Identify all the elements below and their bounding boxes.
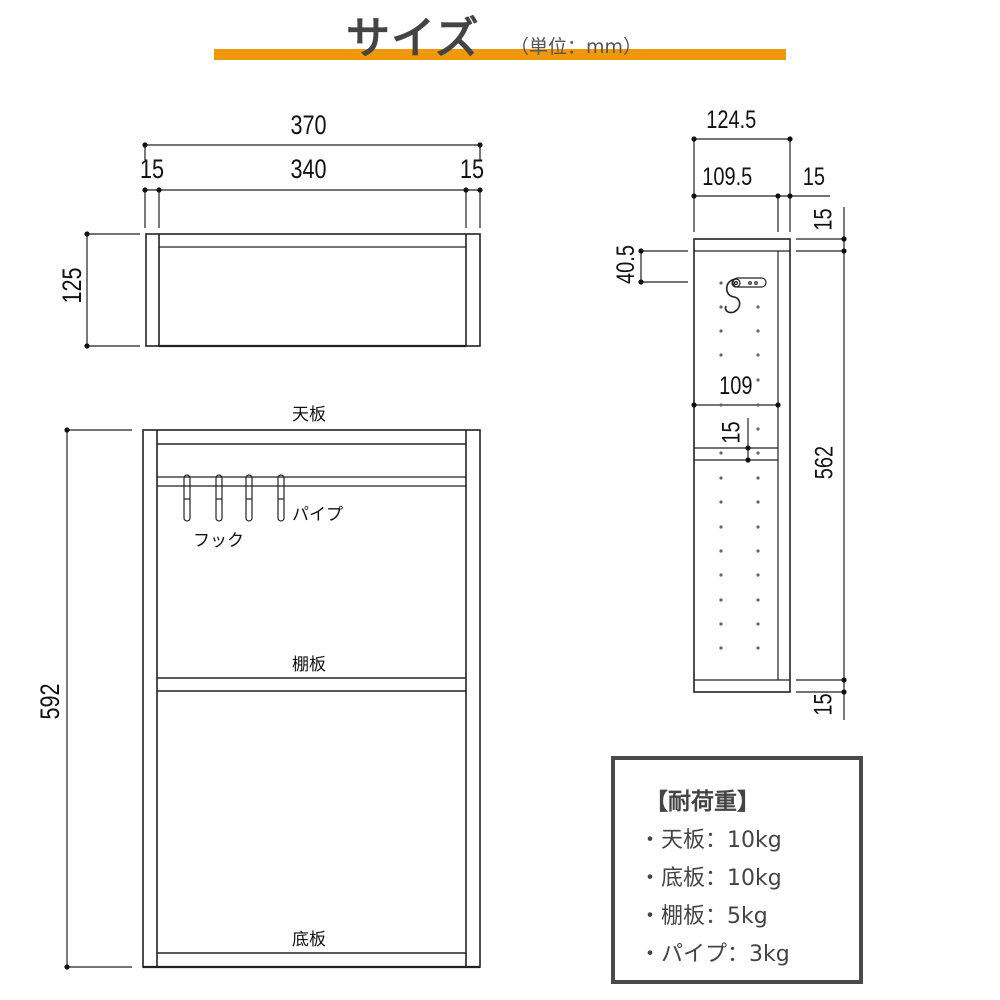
- dim-left-panel: 15: [140, 154, 165, 184]
- page-title: サイズ: [346, 13, 480, 64]
- hook-icons: [183, 474, 285, 522]
- dim-side-inner-height: 562: [810, 445, 839, 480]
- load-capacity-title: 【耐荷重】: [645, 789, 760, 815]
- unit-label: （単位：mm）: [510, 36, 643, 58]
- dim-height: 592: [35, 683, 66, 720]
- load-item-shelf-board: ・棚板：5kg: [639, 904, 768, 929]
- dim-side-shelf-depth: 109: [719, 372, 753, 400]
- dim-right-panel: 15: [460, 154, 485, 184]
- label-shelf-board: 棚板: [292, 655, 326, 675]
- dim-side-inner-depth: 109.5: [702, 163, 753, 191]
- load-item-top-board: ・天板：10kg: [639, 828, 782, 853]
- dim-side-bottom-thickness: 15: [809, 693, 838, 716]
- load-capacity-box: 【耐荷重】 ・天板：10kg ・底板：10kg ・棚板：5kg ・パイプ：3kg: [611, 756, 863, 984]
- label-bottom-board: 底板: [292, 930, 326, 950]
- dim-side-shelf-thickness: 15: [717, 421, 746, 444]
- label-top-board: 天板: [292, 405, 326, 425]
- label-hook: フック: [193, 531, 244, 551]
- dim-depth: 125: [57, 267, 88, 304]
- dim-inner-width: 340: [290, 154, 327, 184]
- dim-overall-width: 370: [290, 110, 327, 140]
- shelf-pin-holes: [719, 281, 760, 650]
- dim-side-top-thickness: 15: [809, 208, 838, 231]
- label-pipe: パイプ: [292, 505, 343, 525]
- dim-side-back-panel: 15: [802, 163, 826, 191]
- title-underline-bar: [214, 49, 786, 60]
- load-item-pipe: ・パイプ：3kg: [639, 942, 790, 967]
- dim-side-overall-depth: 124.5: [706, 106, 757, 134]
- dim-side-pipe-offset: 40.5: [611, 245, 640, 284]
- load-item-bottom-board: ・底板：10kg: [639, 866, 782, 891]
